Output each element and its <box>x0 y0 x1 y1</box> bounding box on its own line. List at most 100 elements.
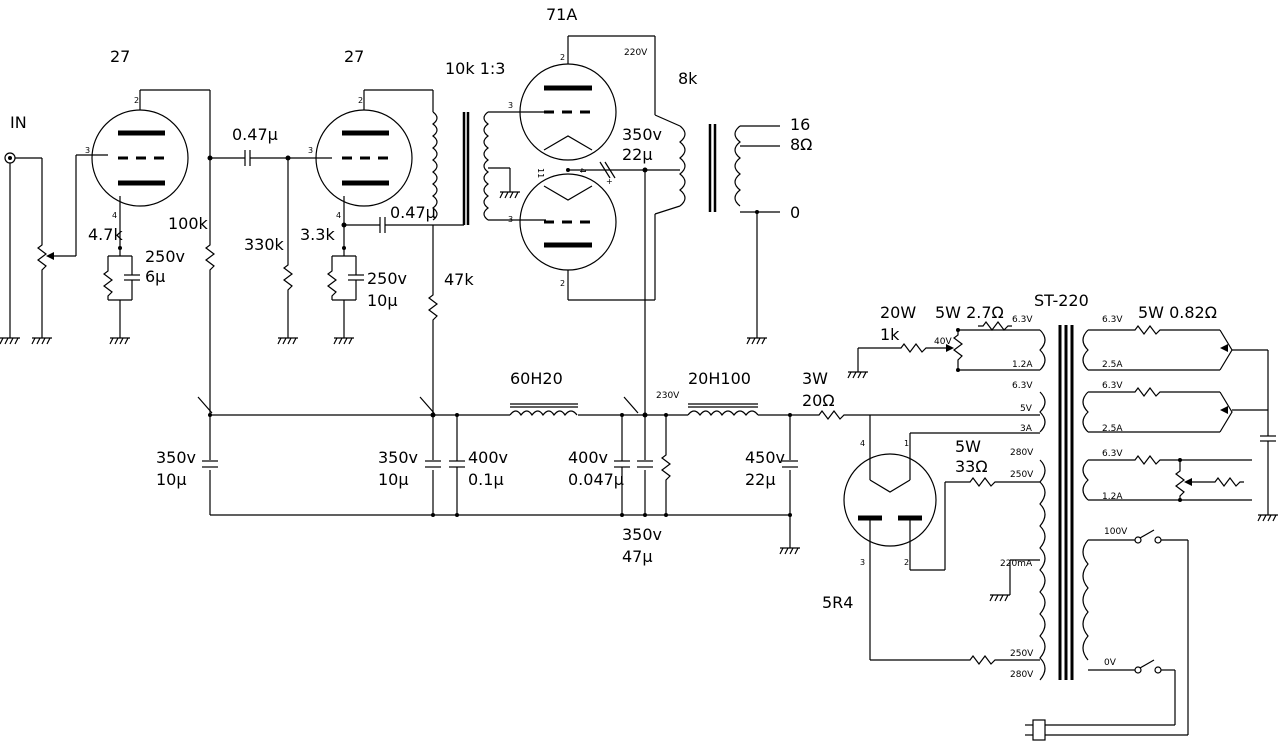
r27-label: 5W 2.7Ω <box>935 303 1004 322</box>
tube-v2-label: 27 <box>344 47 364 66</box>
interstage-transformer-label: 10k 1:3 <box>445 59 505 78</box>
r1k-value-label: 1k <box>880 325 900 344</box>
r47k-label: 47k <box>444 270 474 289</box>
plate-rail-v2 <box>428 90 438 415</box>
power-transformer <box>989 325 1089 681</box>
sec-6v3-e: 6.3V <box>1102 449 1123 459</box>
tube-v3-label: 71A <box>546 5 577 24</box>
sec-280v-a: 280V <box>1010 448 1034 458</box>
plate-resistor-v1 <box>205 90 308 415</box>
sec-2a5-a: 2.5A <box>1102 360 1123 370</box>
mains-plug-icon <box>1025 719 1046 741</box>
c-bias-voltage: 350v <box>622 125 662 144</box>
svg-text:2: 2 <box>358 96 363 105</box>
c350-c-value: 47μ <box>622 547 653 566</box>
sec-6v3-b: 6.3V <box>1012 381 1033 391</box>
output-0-label: 0 <box>790 203 800 222</box>
bias-40v-label: 40V <box>934 337 952 347</box>
svg-text:3: 3 <box>508 101 513 110</box>
r-cathode-v1-label: 4.7k <box>88 225 123 244</box>
resistor-20-ohm <box>813 410 849 420</box>
choke-1 <box>509 403 578 417</box>
filter-capacitors <box>202 460 798 468</box>
input-jack <box>0 152 43 345</box>
sec-250v-a: 250V <box>1010 470 1034 480</box>
b-plus-voltage-label: 230V <box>656 391 680 401</box>
r33-power-label: 5W <box>955 437 981 456</box>
rectifier-tube-5r4: 4 1 3 2 <box>843 415 1040 665</box>
c-coupling-1-label: 0.47μ <box>232 125 278 144</box>
svg-text:2: 2 <box>134 96 139 105</box>
sec-6v3-c: 6.3V <box>1102 315 1123 325</box>
svg-text:2: 2 <box>904 558 909 567</box>
c-cathode-v2-value: 10μ <box>367 291 398 310</box>
sec-1a2-a: 1.2A <box>1012 360 1033 370</box>
choke-2 <box>687 403 759 417</box>
output-8-label: 8Ω <box>790 135 812 154</box>
primary-100v-label: 100V <box>1104 527 1128 537</box>
tube-v2: 2 3 4 <box>308 89 433 248</box>
choke-2-label: 20H100 <box>688 369 751 388</box>
cathode-network-v1 <box>103 246 140 345</box>
r100k-label: 100k <box>168 214 209 233</box>
heater-1-network <box>847 321 1040 379</box>
c400-a-value: 0.1μ <box>468 470 504 489</box>
sec-250v-b: 250V <box>1010 649 1034 659</box>
c350-a-voltage: 350v <box>156 448 196 467</box>
heater-3-network <box>1088 387 1279 522</box>
c400-b-value: 0.047μ <box>568 470 624 489</box>
plate-voltage-label: 220V <box>624 48 648 58</box>
c350-b-voltage: 350v <box>378 448 418 467</box>
svg-text:11: 11 <box>536 168 545 178</box>
sec-6v3-d: 6.3V <box>1102 381 1123 391</box>
r33-value-label: 33Ω <box>955 457 988 476</box>
svg-text:3: 3 <box>508 215 513 224</box>
rectifier-label: 5R4 <box>822 593 853 612</box>
volume-potentiometer <box>31 154 108 345</box>
sec-280v-b: 280V <box>1010 670 1034 680</box>
c350-a-value: 10μ <box>156 470 187 489</box>
input-label: IN <box>10 113 27 132</box>
output-16-label: 16 <box>790 115 810 134</box>
output-transformer-label: 8k <box>678 69 698 88</box>
cathode-network-v2 <box>327 217 464 345</box>
c350-c-voltage: 350v <box>622 525 662 544</box>
sec-5v: 5V <box>1020 404 1033 414</box>
svg-text:3: 3 <box>308 146 313 155</box>
tube-v1-label: 27 <box>110 47 130 66</box>
c-coupling-2-label: 0.47μ <box>390 203 436 222</box>
tube-v3-top: 2 3 <box>508 35 655 161</box>
r1k-power-label: 20W <box>880 303 916 322</box>
c-cathode-v1-value: 6μ <box>145 267 165 286</box>
choke-1-label: 60H20 <box>510 369 563 388</box>
tube-v4-bottom: 2 3 <box>508 173 655 301</box>
svg-text:2: 2 <box>560 53 565 62</box>
r-cathode-v2-label: 3.3k <box>300 225 335 244</box>
heater-4-network <box>1088 455 1252 502</box>
sec-220ma: 220mA <box>1000 559 1033 569</box>
svg-text:4: 4 <box>112 211 117 220</box>
c450-value: 22μ <box>745 470 776 489</box>
svg-text:2: 2 <box>560 279 565 288</box>
output-transformer <box>645 36 780 345</box>
sec-1a2-b: 1.2A <box>1102 492 1123 502</box>
tube-v1: 2 3 4 <box>85 89 210 248</box>
c-cathode-v1-voltage: 250v <box>145 247 185 266</box>
c-bias-value: 22μ <box>622 145 653 164</box>
mains-primary <box>1045 529 1189 736</box>
r330k-label: 330k <box>244 235 285 254</box>
interstage-transformer <box>432 111 521 225</box>
c-cathode-v2-voltage: 250v <box>367 269 407 288</box>
c400-b-voltage: 400v <box>568 448 608 467</box>
primary-0v-label: 0V <box>1104 658 1117 668</box>
filament-bias-network: 11 4 + <box>536 161 648 415</box>
c450-voltage: 450v <box>745 448 785 467</box>
b-plus-rail <box>197 396 1010 555</box>
svg-text:1: 1 <box>904 439 909 448</box>
heater-2-network <box>1088 325 1269 410</box>
r20-value-label: 20Ω <box>802 391 835 410</box>
svg-text:+: + <box>606 177 613 186</box>
svg-text:4: 4 <box>860 439 865 448</box>
sec-6v3-a: 6.3V <box>1012 315 1033 325</box>
